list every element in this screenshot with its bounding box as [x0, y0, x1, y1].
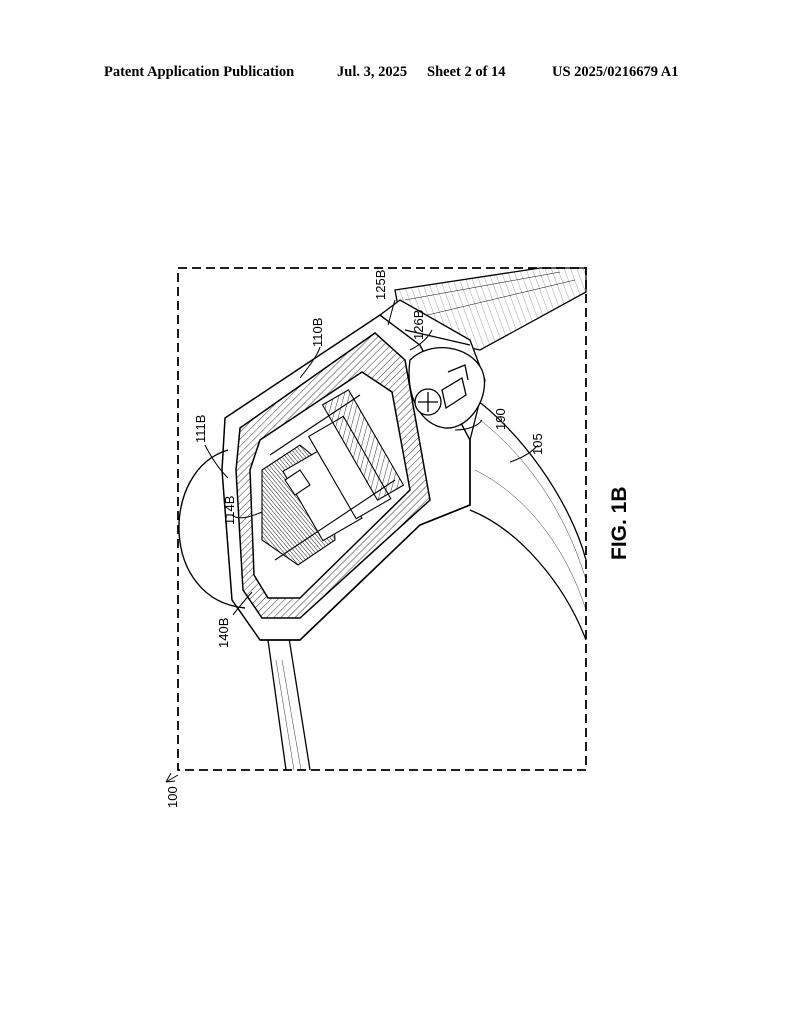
page-header: Patent Application Publication Jul. 3, 2…	[0, 64, 794, 88]
label-111B: 111B	[193, 415, 208, 443]
header-patent-number: US 2025/0216679 A1	[552, 64, 679, 80]
header-date: Jul. 3, 2025	[337, 64, 408, 80]
cover-111B	[178, 449, 246, 609]
label-140B: 140B	[216, 618, 231, 648]
label-126B: 126B	[411, 310, 426, 340]
label-100: 100	[165, 786, 180, 808]
lower-band	[267, 637, 311, 771]
label-190: 190	[493, 408, 508, 430]
sensor-114B	[261, 389, 405, 566]
label-125B: 125B	[373, 270, 388, 300]
label-114B: 114B	[222, 496, 237, 525]
figure-caption: FIG. 1B	[608, 486, 631, 560]
screw-190	[414, 364, 469, 416]
label-105: 105	[530, 433, 545, 455]
dashed-frame	[177, 267, 587, 771]
header-publication: Patent Application Publication	[104, 64, 295, 80]
header-sheet: Sheet 2 of 14	[427, 64, 506, 80]
leader-lines	[165, 299, 539, 783]
label-110B: 110B	[310, 318, 325, 347]
strap-105	[469, 394, 587, 641]
